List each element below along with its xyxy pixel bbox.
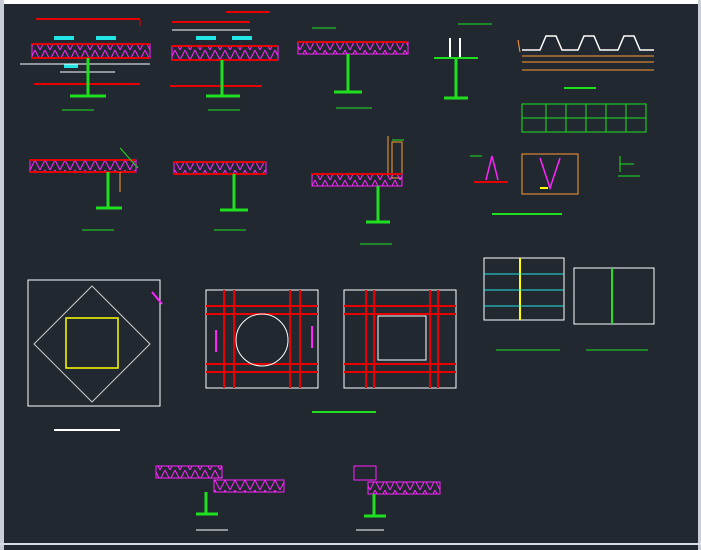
- detail-5-deck-profile[interactable]: [517, 35, 654, 89]
- detail-1-slab-beam-section[interactable]: [20, 18, 151, 111]
- detail-6-slab-edge[interactable]: [29, 147, 139, 231]
- detail-12-truss-splice[interactable]: [353, 465, 441, 531]
- detail-2-slab-beam-section[interactable]: [170, 11, 279, 111]
- elevation-truss-panels[interactable]: [483, 257, 655, 351]
- schedule-table[interactable]: [521, 103, 647, 133]
- detail-9-stiffener[interactable]: [470, 153, 579, 215]
- detail-10-small-bracket[interactable]: [618, 156, 640, 177]
- viewport-top-border: [0, 0, 701, 4]
- plan-1-opening-reinforcement[interactable]: [27, 279, 163, 431]
- viewport-left-border: [0, 0, 4, 550]
- plan-3-square-opening[interactable]: [312, 289, 457, 413]
- plan-2-circular-opening[interactable]: [205, 289, 319, 389]
- viewport-bottom-border: [0, 543, 701, 545]
- detail-11-truss-splice[interactable]: [155, 465, 285, 531]
- detail-7-slab-edge[interactable]: [173, 161, 267, 231]
- detail-3-deck-on-beam[interactable]: [297, 27, 409, 109]
- viewport-right-border: [698, 0, 701, 550]
- detail-8-slab-wall-junction[interactable]: [311, 136, 404, 245]
- detail-4-stud-connector[interactable]: [434, 23, 492, 100]
